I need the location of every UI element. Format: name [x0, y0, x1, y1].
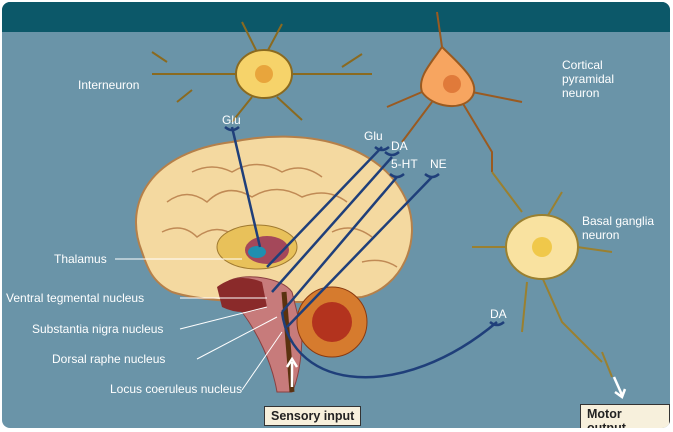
locus-coeruleus-label: Locus coeruleus nucleus	[110, 382, 243, 396]
dorsal-raphe-label: Dorsal raphe nucleus	[52, 352, 166, 366]
da-label: DA	[391, 139, 408, 153]
cortical-pyramidal-neuron-cell	[386, 11, 523, 172]
sensory-arrow-icon	[285, 356, 299, 387]
motor-output-box: Motor output	[580, 404, 670, 428]
basal-ganglia-neuron-label: Basal ganglia neuron	[582, 214, 655, 242]
ne-label: NE	[430, 157, 447, 171]
glu-label-cortical: Glu	[364, 129, 383, 143]
da-label-basal: DA	[490, 307, 507, 321]
ventral-tegmental-label: Ventral tegmental nucleus	[6, 291, 145, 305]
serotonin-label: 5-HT	[391, 157, 418, 171]
thalamus-label: Thalamus	[54, 252, 107, 266]
diagram-graphics	[115, 11, 627, 399]
interneuron-cell	[151, 21, 372, 123]
diagram-panel: Interneuron Cortical pyramidal neuron Ba…	[2, 2, 670, 428]
neurotransmitter-pathways	[224, 126, 505, 379]
motor-arrow-icon	[612, 376, 627, 399]
brain	[135, 135, 413, 393]
interneuron-label: Interneuron	[78, 78, 140, 92]
header-bar	[2, 2, 670, 32]
glu-label-interneuron: Glu	[222, 113, 241, 127]
basal-ganglia-neuron-cell	[472, 171, 613, 378]
label-leader-lines	[115, 258, 283, 391]
sensory-input-box: Sensory input	[264, 406, 362, 426]
cortical-pyramidal-neuron-label: Cortical pyramidal neuron	[562, 58, 615, 100]
substantia-nigra-label: Substantia nigra nucleus	[32, 322, 164, 336]
